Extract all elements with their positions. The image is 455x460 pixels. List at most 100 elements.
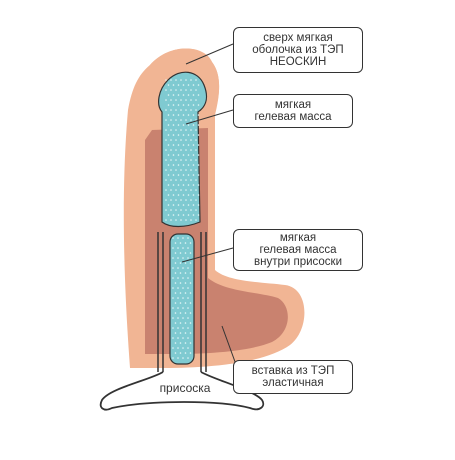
gel-dot [170, 149, 172, 151]
gel-dot [182, 124, 185, 126]
gel-dot [167, 84, 170, 86]
gel-dot [182, 174, 185, 176]
gel-dot [182, 194, 185, 196]
gel-dot [185, 89, 187, 91]
gel-dot [180, 159, 182, 161]
gel-dot [167, 154, 170, 156]
gel-dot [185, 199, 187, 201]
gel-dot [175, 199, 177, 201]
gel-dot [172, 144, 175, 146]
gel-dot [177, 204, 180, 206]
gel-dot [187, 84, 190, 86]
gel-dot [179, 332, 182, 334]
gel-dot [177, 337, 179, 339]
gel-dot [187, 134, 190, 136]
gel-dot [165, 189, 167, 191]
gel-dot [179, 302, 182, 304]
gel-dot [184, 292, 187, 294]
gel-dot [197, 114, 200, 116]
gel-dot [185, 79, 187, 81]
gel-dot [197, 104, 200, 106]
gel-dot [165, 99, 167, 101]
gel-dot [165, 149, 167, 151]
gel-dot [174, 352, 177, 354]
label-insert-line1: вставка из ТЭП [251, 365, 335, 377]
gel-dot [165, 219, 167, 221]
gel-dot [195, 129, 197, 131]
gel-dot [182, 184, 185, 186]
gel-dot [192, 204, 195, 206]
gel-dot [177, 174, 180, 176]
gel-dot [180, 199, 182, 201]
gel-dot [184, 332, 187, 334]
gel-dot [167, 204, 170, 206]
gel-dot [170, 159, 172, 161]
gel-dot [172, 287, 174, 289]
gel-dot [172, 307, 174, 309]
gel-dot [177, 277, 179, 279]
gel-dot [190, 109, 192, 111]
gel-dot [182, 317, 184, 319]
label-insert-line2: эластичная [262, 377, 324, 389]
gel-dot [197, 164, 200, 166]
gel-dot [187, 154, 190, 156]
gel-dot [179, 292, 182, 294]
gel-dot [189, 332, 192, 334]
gel-dot [184, 242, 187, 244]
gel-dot [185, 169, 187, 171]
gel-dot [170, 219, 172, 221]
label-gel-mass-line1: мягкая [274, 99, 312, 111]
gel-dot [192, 164, 195, 166]
gel-dot [189, 352, 192, 354]
gel-dot [187, 114, 190, 116]
gel-dot [187, 94, 190, 96]
gel-dot [177, 247, 179, 249]
gel-dot [170, 139, 172, 141]
gel-dot [174, 282, 177, 284]
gel-dot [197, 134, 200, 136]
gel-dot [177, 214, 180, 216]
gel-dot [190, 99, 192, 101]
gel-dot [197, 204, 200, 206]
gel-dot [165, 119, 167, 121]
gel-dot [197, 94, 200, 96]
gel-dot [175, 109, 177, 111]
gel-dot [165, 139, 167, 141]
label-suction-gel-line3: внутри присоски [253, 256, 343, 268]
gel-dot [165, 159, 167, 161]
gel-dot [180, 219, 182, 221]
label-insert: вставка из ТЭП эластичная [233, 360, 353, 394]
gel-dot [175, 149, 177, 151]
gel-dot [177, 104, 180, 106]
gel-dot [182, 357, 184, 359]
gel-dot [172, 184, 175, 186]
gel-dot [185, 209, 187, 211]
gel-dot [195, 219, 197, 221]
gel-dot [187, 257, 189, 259]
gel-dot [192, 174, 195, 176]
gel-dot [175, 139, 177, 141]
gel-dot [179, 282, 182, 284]
gel-dot [177, 154, 180, 156]
gel-dot [189, 252, 192, 254]
gel-dot [170, 119, 172, 121]
gel-dot [172, 247, 174, 249]
gel-dot [197, 144, 200, 146]
gel-dot [190, 89, 192, 91]
gel-dot [192, 114, 195, 116]
gel-dot [172, 317, 174, 319]
gel-dot [185, 129, 187, 131]
gel-dot [184, 252, 187, 254]
gel-dot [190, 189, 192, 191]
gel-dot [165, 209, 167, 211]
gel-dot [192, 194, 195, 196]
gel-dot [189, 262, 192, 264]
label-outer-shell-line2: оболочка из ТЭП [252, 44, 344, 56]
gel-dot [189, 312, 192, 314]
gel-dot [170, 189, 172, 191]
gel-dot [167, 124, 170, 126]
gel-dot [182, 287, 184, 289]
gel-dot [172, 174, 175, 176]
gel-dot [182, 247, 184, 249]
gel-dot [187, 204, 190, 206]
